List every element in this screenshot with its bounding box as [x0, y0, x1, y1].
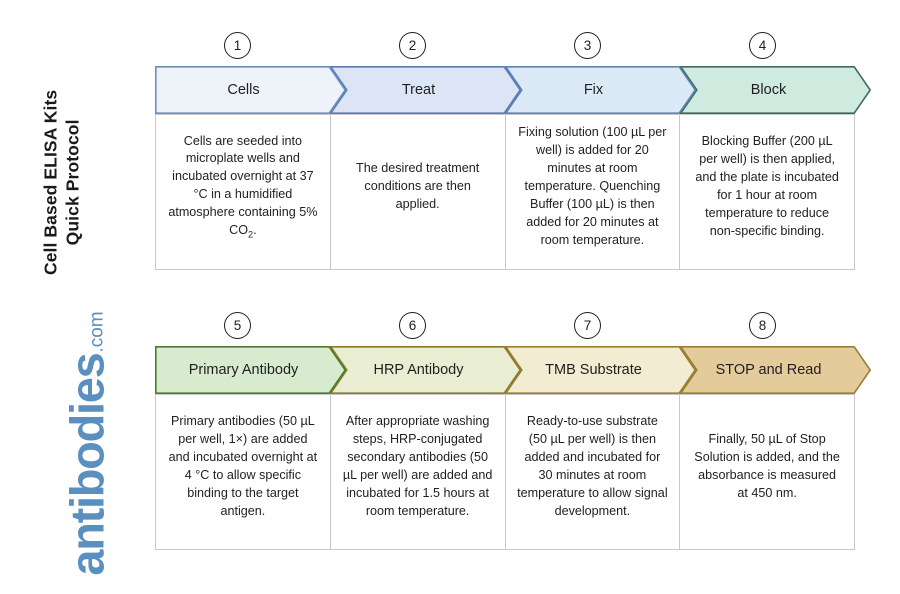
step-number-6: 6 — [399, 312, 426, 339]
step-number-3: 3 — [574, 32, 601, 59]
page-title: Cell Based ELISA Kits Quick Protocol — [40, 32, 85, 332]
step-description-text-2: The desired treatment conditions are the… — [356, 161, 480, 211]
step-description-cell-5: Primary antibodies (50 µL per well, 1×) … — [156, 395, 331, 549]
step-label-4: Block — [750, 82, 787, 98]
step-label-7: TMB Substrate — [545, 362, 642, 378]
step-description-cell-3: Fixing solution (100 µL per well) is add… — [506, 115, 681, 269]
step-chevron-8[interactable]: STOP and Read — [680, 346, 871, 394]
brand-tld: .com — [86, 311, 108, 353]
step-numbers-row-1: 1 2 3 4 — [155, 32, 855, 66]
step-number-5: 5 — [224, 312, 251, 339]
step-number-2: 2 — [399, 32, 426, 59]
brand-logo: antibodies .com — [60, 294, 114, 594]
step-description-cell-2: The desired treatment conditions are the… — [331, 115, 506, 269]
page-title-line-1: Cell Based ELISA Kits — [40, 89, 61, 276]
step-number-4: 4 — [749, 32, 776, 59]
step-number-1: 1 — [224, 32, 251, 59]
step-description-text-5: Primary antibodies (50 µL per well, 1×) … — [168, 414, 318, 518]
step-chevron-1[interactable]: Cells — [155, 66, 346, 114]
step-description-text-8: Finally, 50 µL of Stop Solution is added… — [694, 432, 840, 500]
description-table-row-1: Cells are seeded into microplate wells a… — [155, 114, 855, 270]
brand-name: antibodies — [60, 353, 114, 576]
step-number-7: 7 — [574, 312, 601, 339]
flow-row-2: 5 6 7 8 Primary Antibody HRP Antibody TMB Sub… — [155, 312, 871, 550]
left-rail: Cell Based ELISA Kits Quick Protocol ant… — [0, 0, 150, 594]
step-description-text-7: Ready-to-use substrate (50 µL per well) … — [517, 414, 668, 518]
step-chevron-4[interactable]: Block — [680, 66, 871, 114]
step-numbers-row-2: 5 6 7 8 — [155, 312, 855, 346]
step-label-6: HRP Antibody — [373, 362, 464, 378]
step-description-text-4: Blocking Buffer (200 µL per well) is the… — [695, 134, 839, 238]
description-table-row-2: Primary antibodies (50 µL per well, 1×) … — [155, 394, 855, 550]
page-title-line-2: Quick Protocol — [63, 119, 83, 246]
step-description-cell-6: After appropriate washing steps, HRP-con… — [331, 395, 506, 549]
step-chevron-6[interactable]: HRP Antibody — [330, 346, 521, 394]
step-label-1: Cells — [227, 82, 260, 98]
step-chevron-2[interactable]: Treat — [330, 66, 521, 114]
step-chevron-7[interactable]: TMB Substrate — [505, 346, 696, 394]
step-description-cell-7: Ready-to-use substrate (50 µL per well) … — [506, 395, 681, 549]
step-description-text-6: After appropriate washing steps, HRP-con… — [342, 414, 493, 518]
step-chevron-3[interactable]: Fix — [505, 66, 696, 114]
step-label-3: Fix — [583, 82, 604, 98]
step-description-cell-1: Cells are seeded into microplate wells a… — [156, 115, 331, 269]
step-label-5: Primary Antibody — [188, 362, 299, 378]
step-chevron-5[interactable]: Primary Antibody — [155, 346, 346, 394]
step-description-text-3: Fixing solution (100 µL per well) is add… — [518, 125, 667, 247]
chevron-strip-row-2: Primary Antibody HRP Antibody TMB Substrat… — [155, 346, 871, 394]
flow-row-1: 1 2 3 4 Cells Treat Fix Block Cells are seeded… — [155, 32, 871, 270]
step-description-cell-4: Blocking Buffer (200 µL per well) is the… — [680, 115, 854, 269]
step-number-8: 8 — [749, 312, 776, 339]
step-label-8: STOP and Read — [715, 362, 822, 378]
step-description-cell-8: Finally, 50 µL of Stop Solution is added… — [680, 395, 854, 549]
step-label-2: Treat — [401, 82, 436, 98]
chevron-strip-row-1: Cells Treat Fix Block — [155, 66, 871, 114]
step-description-text-1: Cells are seeded into microplate wells a… — [168, 133, 318, 240]
